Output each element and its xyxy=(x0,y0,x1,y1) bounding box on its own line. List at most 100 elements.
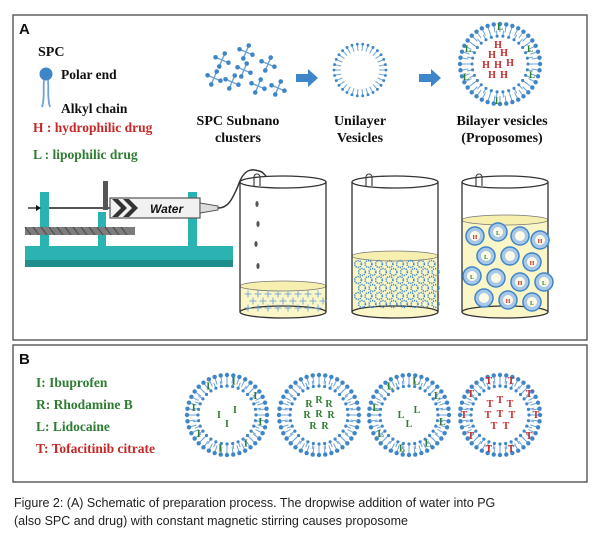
svg-text:T: T xyxy=(486,444,493,455)
panel-b-label: B xyxy=(19,351,30,368)
figure-canvas: A B SPC Polar end Alkyl chain H : hydrop… xyxy=(12,14,588,483)
svg-text:L: L xyxy=(372,403,379,414)
svg-text:L: L xyxy=(530,301,534,307)
svg-text:L: L xyxy=(406,419,413,430)
svg-text:L: L xyxy=(414,405,421,416)
svg-text:L: L xyxy=(527,44,533,54)
svg-text:I: I xyxy=(197,429,201,440)
panel-b-frame xyxy=(12,344,588,483)
svg-text:T: T xyxy=(508,444,515,455)
svg-text:H: H xyxy=(494,40,502,51)
svg-text:L: L xyxy=(496,231,500,237)
clusters-label-2: clusters xyxy=(215,131,261,146)
legend-hydrophilic: H : hydrophilic drug xyxy=(33,120,153,135)
clusters-label-1: SPC Subnano xyxy=(197,114,280,129)
svg-text:T: T xyxy=(526,431,533,442)
svg-text:H: H xyxy=(488,70,496,81)
svg-text:L: L xyxy=(529,70,535,80)
svg-text:L: L xyxy=(497,22,503,32)
svg-text:H: H xyxy=(506,58,514,69)
svg-text:H: H xyxy=(488,50,496,61)
svg-text:R: R xyxy=(327,410,335,421)
syringe-pump xyxy=(24,169,267,267)
svg-text:L: L xyxy=(439,417,446,428)
svg-text:T: T xyxy=(486,376,493,387)
svg-text:H: H xyxy=(482,60,490,71)
svg-text:R: R xyxy=(325,399,333,410)
svg-text:L: L xyxy=(463,72,469,82)
legend-spc: SPC xyxy=(38,45,64,60)
svg-text:T: T xyxy=(468,389,475,400)
arrow-right-icon xyxy=(419,69,441,87)
svg-text:L: L xyxy=(399,443,406,454)
svg-text:H: H xyxy=(518,281,523,287)
legend-alkyl-chain: Alkyl chain xyxy=(61,101,128,116)
svg-text:I: I xyxy=(233,405,237,416)
drug-rhodamine-b: R: Rhodamine B xyxy=(36,397,133,412)
svg-text:L: L xyxy=(542,281,546,287)
unilayer-label-1: Unilayer xyxy=(334,114,386,129)
drug-lidocaine: L: Lidocaine xyxy=(36,419,110,434)
panel-a-label: A xyxy=(19,21,30,38)
svg-text:R: R xyxy=(315,395,323,406)
svg-text:L: L xyxy=(377,429,384,440)
svg-text:L: L xyxy=(470,275,474,281)
svg-text:R: R xyxy=(303,410,311,421)
svg-text:L: L xyxy=(434,391,441,402)
caption-line-1: Figure 2: (A) Schematic of preparation p… xyxy=(14,496,496,510)
svg-text:H: H xyxy=(530,261,535,267)
beaker-group: H L H L H L H L H L xyxy=(239,173,554,319)
svg-text:T: T xyxy=(526,389,533,400)
svg-text:I: I xyxy=(192,403,196,414)
syringe-water-label: Water xyxy=(150,202,184,216)
svg-text:T: T xyxy=(533,410,540,421)
legend-polar-end: Polar end xyxy=(61,67,117,82)
legend-lipophilic: L : lipophilic drug xyxy=(33,147,138,162)
figure-caption: Figure 2: (A) Schematic of preparation p… xyxy=(14,494,588,530)
bilayer-label-2: (Proposomes) xyxy=(461,131,543,146)
svg-text:H: H xyxy=(473,235,478,241)
svg-text:T: T xyxy=(507,399,514,410)
svg-text:I: I xyxy=(258,417,262,428)
svg-text:T: T xyxy=(497,395,504,406)
spc-subnano-clusters xyxy=(205,43,287,97)
unilayer-label-2: Vesicles xyxy=(337,131,384,146)
svg-text:H: H xyxy=(538,239,543,245)
svg-text:L: L xyxy=(398,410,405,421)
svg-text:I: I xyxy=(218,443,222,454)
svg-text:R: R xyxy=(321,421,329,432)
svg-text:L: L xyxy=(412,377,419,388)
svg-text:T: T xyxy=(497,409,504,420)
svg-text:T: T xyxy=(487,399,494,410)
svg-text:L: L xyxy=(484,255,488,261)
bilayer-label-1: Bilayer vesicles xyxy=(456,114,548,129)
svg-text:I: I xyxy=(253,391,257,402)
svg-text:L: L xyxy=(495,96,501,106)
svg-text:T: T xyxy=(491,421,498,432)
svg-text:I: I xyxy=(232,377,236,388)
svg-text:R: R xyxy=(315,409,323,420)
svg-text:L: L xyxy=(387,382,394,393)
svg-text:T: T xyxy=(485,410,492,421)
arrow-right-icon xyxy=(296,69,318,87)
svg-text:T: T xyxy=(509,410,516,421)
drug-tofacitinib: T: Tofacitinib citrate xyxy=(36,441,155,456)
svg-text:I: I xyxy=(217,410,221,421)
svg-text:R: R xyxy=(309,421,317,432)
unilayer-vesicle xyxy=(332,42,388,98)
svg-text:H: H xyxy=(500,48,508,59)
svg-text:L: L xyxy=(424,438,431,449)
phospholipid-icon xyxy=(39,67,53,108)
svg-text:I: I xyxy=(225,419,229,430)
svg-text:T: T xyxy=(468,431,475,442)
svg-text:H: H xyxy=(506,299,511,305)
svg-text:R: R xyxy=(305,399,313,410)
svg-text:I: I xyxy=(206,382,210,393)
svg-text:H: H xyxy=(500,70,508,81)
caption-line-2: (also SPC and drug) with constant magnet… xyxy=(14,514,408,528)
svg-text:T: T xyxy=(461,410,468,421)
svg-text:L: L xyxy=(465,44,471,54)
drug-ibuprofen: I: Ibuprofen xyxy=(36,375,108,390)
svg-text:T: T xyxy=(503,421,510,432)
